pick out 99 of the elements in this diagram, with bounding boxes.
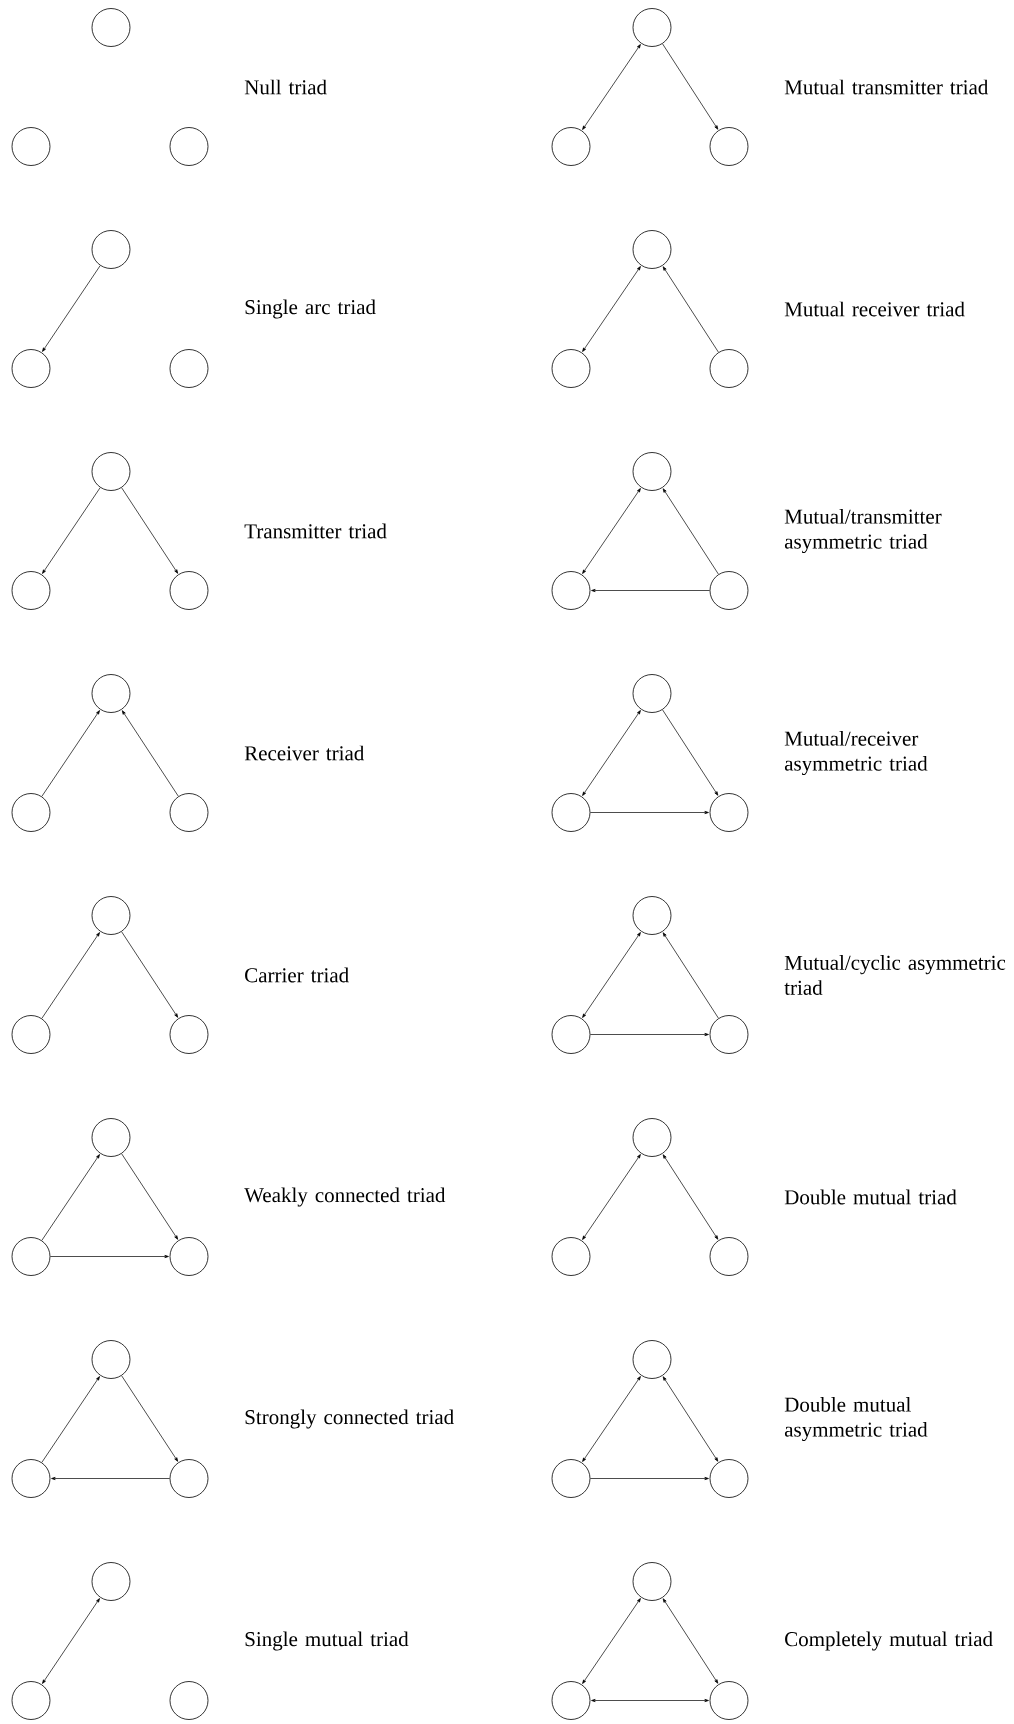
arrow xyxy=(582,488,641,574)
triad-label: Strongly connected triad xyxy=(245,1409,454,1429)
arrow xyxy=(590,1476,709,1481)
arrow xyxy=(121,931,179,1018)
triad-label: Mutual transmitter triad xyxy=(784,79,989,95)
circle-node xyxy=(11,571,51,610)
circle-node xyxy=(169,1015,209,1054)
triad-label: Double mutual asymmetric triad xyxy=(784,1396,928,1442)
circle-node xyxy=(11,793,51,832)
arrow xyxy=(662,1154,719,1240)
circle-node xyxy=(551,1459,591,1498)
arrow xyxy=(121,487,179,574)
arrow xyxy=(582,1598,641,1684)
arrow xyxy=(662,709,719,796)
circle-node xyxy=(709,571,749,610)
triad-label: Carrier triad xyxy=(245,967,349,983)
circle-node xyxy=(709,1015,749,1054)
circle-node xyxy=(169,571,209,610)
arrow xyxy=(662,1598,719,1684)
triad-label: Mutual/cyclic asymmetric triad xyxy=(784,955,1006,995)
arrow xyxy=(42,265,101,352)
circle-node xyxy=(169,349,209,388)
circle-node xyxy=(632,1562,672,1601)
arrow xyxy=(41,932,100,1019)
triad-label: Null triad xyxy=(244,79,327,95)
triad-label: Double mutual triad xyxy=(784,1189,957,1205)
circle-node xyxy=(11,349,51,388)
circle-node xyxy=(709,127,749,166)
arrow xyxy=(121,1153,179,1240)
arrow xyxy=(582,266,641,352)
arrow xyxy=(662,488,719,575)
circle-node xyxy=(709,1681,749,1720)
circle-node xyxy=(169,793,209,832)
circle-node xyxy=(11,127,51,166)
arrow xyxy=(121,710,179,797)
circle-node xyxy=(551,349,591,388)
circle-node xyxy=(632,1118,672,1157)
arrow xyxy=(121,1375,179,1462)
circle-node xyxy=(11,1015,51,1054)
circle-node xyxy=(551,793,591,832)
triad-label: Mutual receiver triad xyxy=(784,301,965,317)
circle-node xyxy=(709,793,749,832)
circle-node xyxy=(709,1459,749,1498)
circle-node xyxy=(11,1237,51,1276)
circle-node xyxy=(632,8,672,47)
circle-node xyxy=(169,127,209,166)
triad-label: Completely mutual triad xyxy=(785,1631,993,1651)
circle-node xyxy=(632,452,672,491)
arrow xyxy=(582,932,641,1018)
circle-node xyxy=(11,1459,51,1498)
arrow xyxy=(42,487,101,574)
arrow xyxy=(41,710,100,797)
circle-node xyxy=(169,1681,209,1720)
triad-label: Single arc triad xyxy=(245,299,376,319)
circle-node xyxy=(709,1237,749,1276)
arrow xyxy=(590,1032,709,1037)
circle-node xyxy=(632,674,672,713)
circle-node xyxy=(551,1015,591,1054)
circle-node xyxy=(169,1237,209,1276)
circle-node xyxy=(709,349,749,388)
triad-label: Mutual/receiver asymmetric triad xyxy=(784,730,928,776)
circle-node xyxy=(91,1118,131,1157)
triad-label: Transmitter triad xyxy=(244,523,387,539)
circle-node xyxy=(632,230,672,269)
arrow xyxy=(662,43,719,130)
arrow xyxy=(591,588,710,593)
arrow xyxy=(582,1376,641,1462)
triad-label: Receiver triad xyxy=(244,745,365,761)
circle-node xyxy=(551,1681,591,1720)
arrow xyxy=(582,44,641,130)
triad-label: Weakly connected triad xyxy=(244,1187,446,1207)
circle-node xyxy=(91,8,131,47)
arrow xyxy=(662,266,719,353)
circle-node xyxy=(632,1340,672,1379)
circle-node xyxy=(91,674,131,713)
arrow xyxy=(662,932,719,1019)
arrow xyxy=(41,1154,100,1241)
triad-label: Single mutual triad xyxy=(245,1631,409,1651)
circle-node xyxy=(632,896,672,935)
circle-node xyxy=(169,1459,209,1498)
triad-label: Mutual/transmitter asymmetric triad xyxy=(784,508,942,554)
circle-node xyxy=(551,1237,591,1276)
arrow xyxy=(582,1154,641,1240)
circle-node xyxy=(91,896,131,935)
arrow xyxy=(51,1476,170,1481)
arrow xyxy=(41,1376,100,1463)
arrow xyxy=(50,1254,169,1259)
arrow xyxy=(662,1376,719,1462)
arrow xyxy=(591,1698,709,1703)
arrow xyxy=(582,710,641,796)
arrow xyxy=(42,1598,100,1684)
circle-node xyxy=(91,230,131,269)
circle-node xyxy=(91,1340,131,1379)
circle-node xyxy=(91,452,131,491)
circle-node xyxy=(91,1562,131,1601)
circle-node xyxy=(11,1681,51,1720)
circle-node xyxy=(551,127,591,166)
circle-node xyxy=(551,571,591,610)
arrow xyxy=(590,810,709,815)
